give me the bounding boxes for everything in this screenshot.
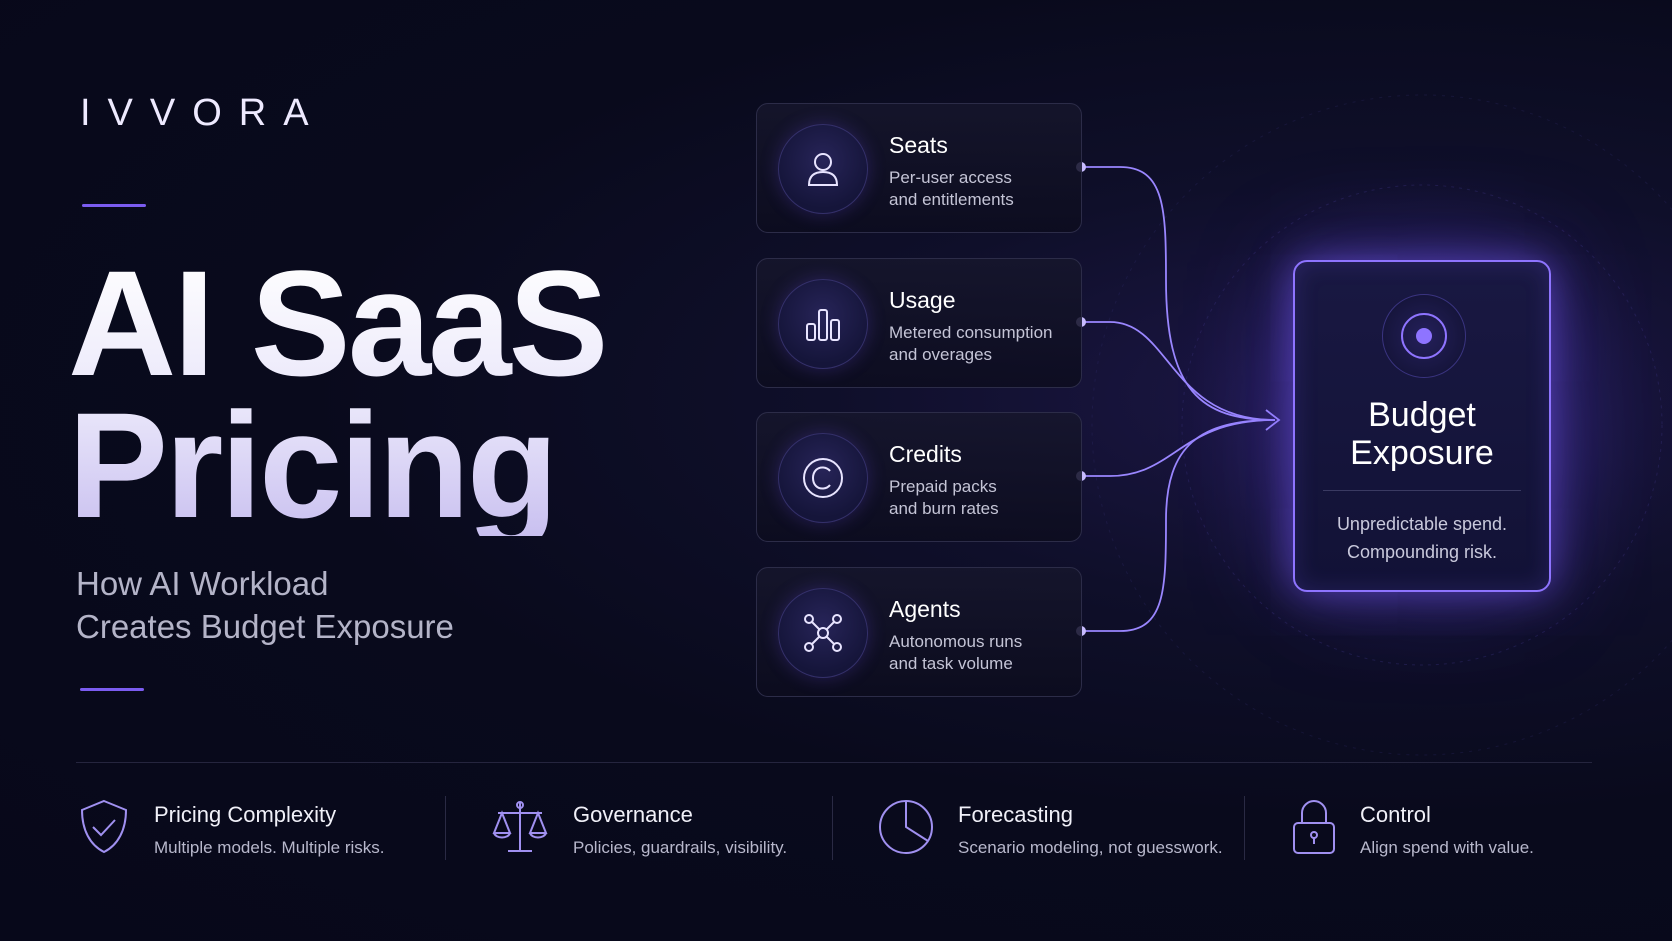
accent-divider-top	[82, 204, 146, 207]
card-usage: Usage Metered consumption and overages	[756, 258, 1082, 388]
connector-arrowhead	[1265, 409, 1281, 431]
feature-governance: Governance Policies, guardrails, visibil…	[490, 792, 830, 862]
feature-separator	[832, 796, 833, 860]
connector-seats	[1081, 166, 1276, 421]
card-desc-line: Autonomous runs	[889, 632, 1023, 651]
card-description: Prepaid packs and burn rates	[889, 476, 1074, 520]
halo-ring	[1181, 184, 1663, 666]
card-desc-line: and overages	[889, 345, 993, 364]
budget-title: Budget Exposure	[1295, 396, 1549, 472]
connector-agents	[1081, 419, 1276, 632]
connector-usage	[1081, 321, 1276, 421]
feature-control: Control Align spend with value.	[1284, 792, 1584, 862]
card-credits: Credits Prepaid packs and burn rates	[756, 412, 1082, 542]
card-description: Metered consumption and overages	[889, 322, 1074, 366]
budget-desc-line: Unpredictable spend.	[1336, 514, 1508, 534]
target-icon	[1382, 294, 1466, 378]
card-seats: Seats Per-user access and entitlements	[756, 103, 1082, 233]
subtitle-line-2: Creates Budget Exposure	[76, 608, 454, 645]
budget-title-line: Exposure	[1350, 434, 1494, 472]
card-description: Per-user access and entitlements	[889, 167, 1074, 211]
accent-divider-bottom	[80, 688, 144, 691]
subtitle-line-1: How AI Workload	[76, 565, 329, 602]
feature-title: Pricing Complexity	[154, 802, 337, 827]
feature-title: Control	[1360, 802, 1431, 827]
budget-desc-line: Compounding risk.	[1346, 542, 1498, 562]
feature-separator	[445, 796, 446, 860]
card-desc-line: Per-user access	[889, 168, 1012, 187]
feature-title: Forecasting	[958, 802, 1073, 827]
user-icon	[778, 124, 868, 214]
bar-chart-icon	[778, 279, 868, 369]
card-desc-line: Prepaid packs	[889, 477, 997, 496]
page-subtitle: How AI Workload Creates Budget Exposure	[76, 562, 454, 648]
budget-description: Unpredictable spend. Compounding risk.	[1295, 510, 1549, 566]
card-title: Seats	[889, 132, 948, 158]
brand-logo: IVVORA	[80, 92, 326, 134]
network-nodes-icon	[778, 588, 868, 678]
lock-icon	[1293, 799, 1335, 854]
shield-check-icon	[80, 799, 128, 854]
budget-title-line: Budget	[1368, 396, 1476, 434]
card-desc-line: and burn rates	[889, 499, 999, 518]
feature-description: Scenario modeling, not guesswork.	[958, 838, 1223, 857]
card-desc-line: and task volume	[889, 654, 1013, 673]
card-agents: Agents Autonomous runs and task volume	[756, 567, 1082, 697]
feature-forecasting: Forecasting Scenario modeling, not guess…	[876, 792, 1236, 862]
feature-separator	[1244, 796, 1245, 860]
footer-divider	[76, 762, 1592, 763]
feature-description: Multiple models. Multiple risks.	[154, 838, 385, 857]
feature-description: Policies, guardrails, visibility.	[573, 838, 788, 857]
copyright-coin-icon	[778, 433, 868, 523]
halo-ring	[1091, 94, 1672, 756]
pie-chart-icon	[879, 800, 933, 854]
card-desc-line: Metered consumption	[889, 323, 1053, 342]
scales-icon	[492, 801, 548, 852]
budget-divider	[1323, 490, 1521, 491]
budget-exposure-box: Budget Exposure Unpredictable spend. Com…	[1293, 260, 1551, 592]
card-title: Usage	[889, 287, 956, 313]
feature-title: Governance	[573, 802, 693, 827]
feature-pricing-complexity: Pricing Complexity Multiple models. Mult…	[74, 792, 414, 862]
feature-description: Align spend with value.	[1360, 838, 1534, 857]
card-description: Autonomous runs and task volume	[889, 631, 1074, 675]
card-desc-line: and entitlements	[889, 190, 1014, 209]
card-title: Agents	[889, 596, 961, 622]
card-title: Credits	[889, 441, 962, 467]
